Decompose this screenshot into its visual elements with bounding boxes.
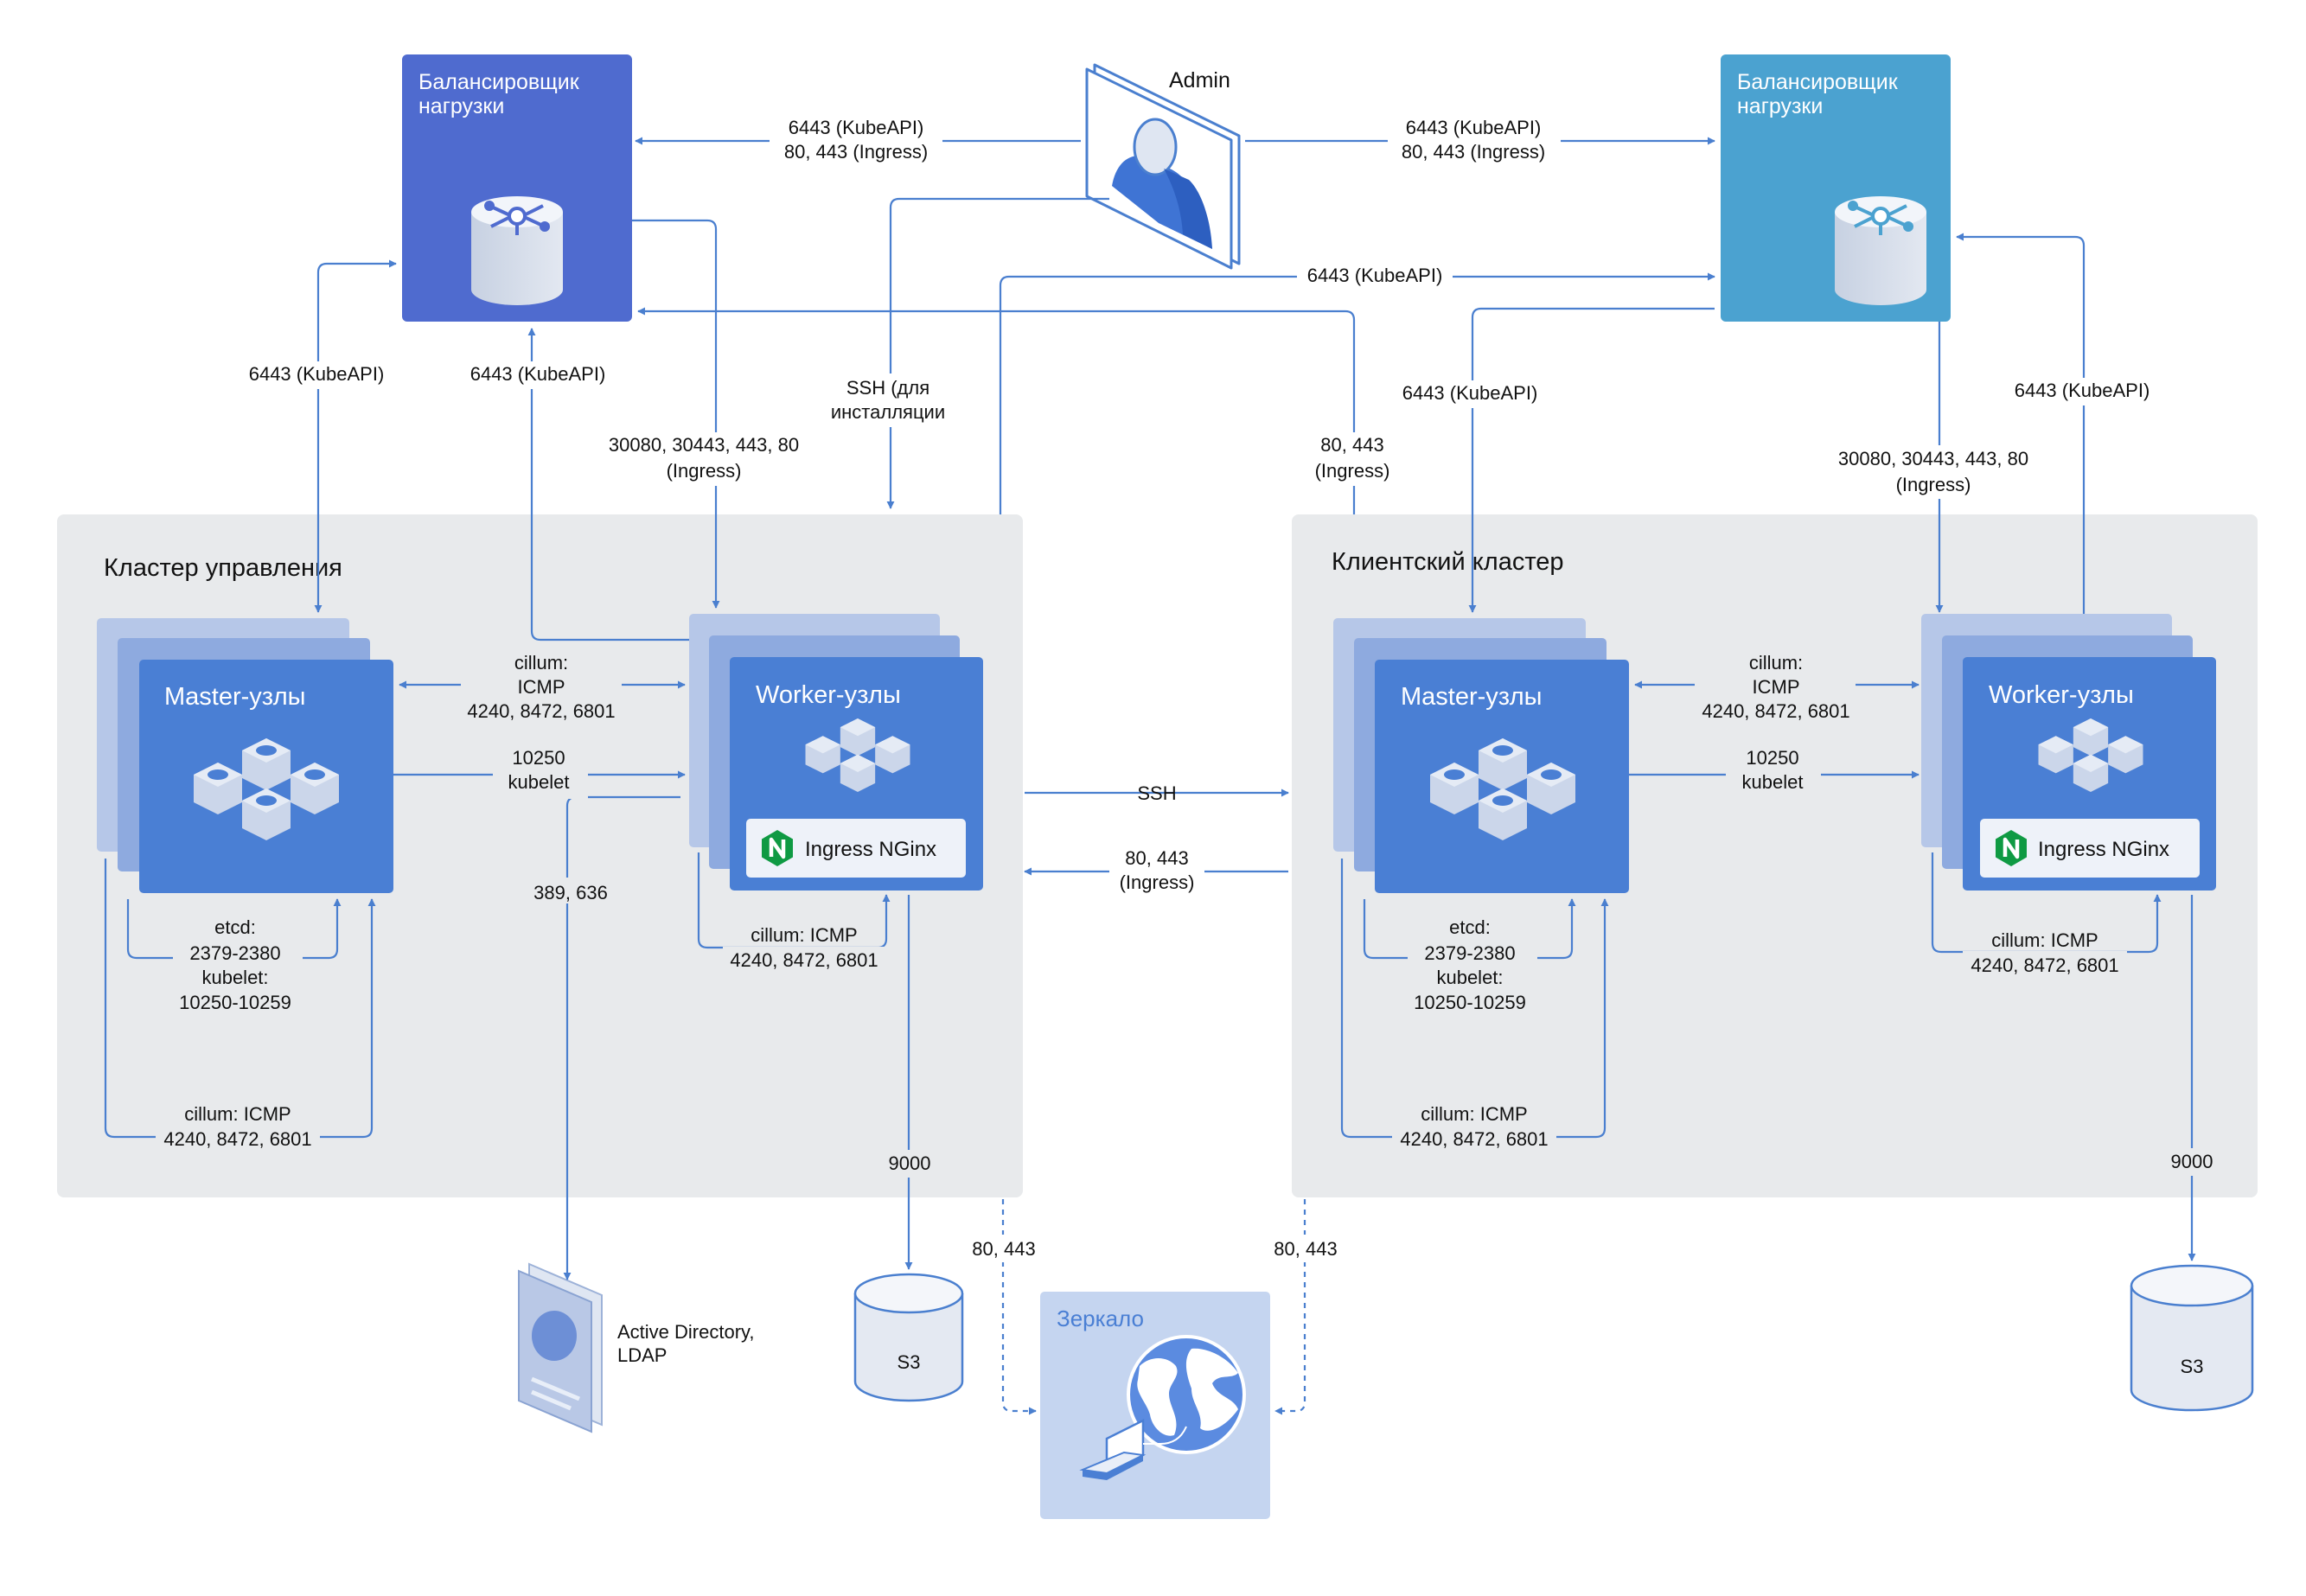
- mgmt-worker-nodes: Worker-узлы Ingress NGinx: [689, 614, 983, 891]
- label-l-kubelet-2: kubelet: [508, 771, 570, 793]
- label-r-w-cillum-1: cillum: ICMP: [1991, 929, 2098, 951]
- label-l-m-cillum-1: cillum: ICMP: [184, 1103, 291, 1125]
- label-admin-lb-left-1: 6443 (KubeAPI): [789, 117, 924, 138]
- label-r-m-cillum-1: cillum: ICMP: [1421, 1103, 1527, 1125]
- admin-monitor-icon: [1085, 63, 1241, 270]
- client-worker-title: Worker-узлы: [1989, 681, 2134, 709]
- router-icon: [471, 196, 563, 305]
- label-r-kubelet-2: kubelet: [1742, 771, 1804, 793]
- mirror-title: Зеркало: [1057, 1306, 1144, 1331]
- label-l-9000: 9000: [889, 1152, 931, 1174]
- cubes-icon: [2038, 718, 2143, 792]
- client-master-nodes: Master-узлы: [1333, 618, 1629, 893]
- mgmt-master-title: Master-узлы: [164, 683, 306, 711]
- globe-icon: [1127, 1335, 1246, 1454]
- mgmt-worker-title: Worker-узлы: [756, 681, 901, 709]
- label-l-etcd-4: 10250-10259: [179, 992, 291, 1013]
- label-l-w-cillum-2: 4240, 8472, 6801: [730, 949, 878, 971]
- label-right-worker-kubeapi: 6443 (KubeAPI): [2015, 380, 2150, 401]
- label-r-etcd-4: 10250-10259: [1414, 992, 1526, 1013]
- label-mirror-left: 80, 443: [972, 1238, 1035, 1260]
- label-l-etcd-2: 2379-2380: [189, 942, 280, 964]
- label-r-cillum-3: 4240, 8472, 6801: [1702, 700, 1849, 722]
- s3-storage-left: [853, 1273, 964, 1402]
- load-balancer-right: Балансировщик нагрузки: [1721, 54, 1951, 322]
- label-mid-kubeapi: 6443 (KubeAPI): [1307, 265, 1443, 286]
- ldap-label-line1: Active Directory,: [617, 1321, 755, 1343]
- label-admin-lb-right-1: 6443 (KubeAPI): [1406, 117, 1542, 138]
- label-r-m-cillum-2: 4240, 8472, 6801: [1400, 1128, 1548, 1150]
- cubes-icon: [194, 738, 339, 840]
- label-l-cillum-2: ICMP: [518, 676, 565, 698]
- label-r-etcd-3: kubelet:: [1436, 967, 1503, 988]
- s3-right-label: S3: [2181, 1356, 2204, 1377]
- label-l-kubelet-1: 10250: [512, 747, 565, 769]
- label-ldap-ports: 389, 636: [533, 882, 608, 903]
- label-ssh-install-1: SSH (для: [846, 377, 929, 399]
- label-admin-lb-left-2: 80, 443 (Ingress): [784, 141, 928, 163]
- label-left-master-kubeapi: 6443 (KubeAPI): [249, 363, 385, 385]
- mirror-box: Зеркало: [1040, 1292, 1270, 1519]
- s3-left-label: S3: [897, 1351, 921, 1373]
- lb-left-title-line2: нагрузки: [418, 94, 504, 118]
- load-balancer-left: Балансировщик нагрузки: [402, 54, 632, 322]
- label-mirror-right: 80, 443: [1274, 1238, 1337, 1260]
- lb-right-title-line1: Балансировщик: [1737, 70, 1899, 94]
- mgmt-ingress-label: Ingress NGinx: [805, 838, 936, 861]
- client-cluster-title: Клиентский кластер: [1332, 548, 1564, 576]
- label-ingress-back-1: 80, 443: [1125, 847, 1188, 869]
- label-r-etcd-1: etcd:: [1449, 916, 1491, 938]
- label-r-kubelet-1: 10250: [1746, 747, 1798, 769]
- client-ingress-label: Ingress NGinx: [2038, 838, 2169, 861]
- label-l-etcd-1: etcd:: [214, 916, 256, 938]
- label-ssh-install-2: инсталляции: [831, 401, 945, 423]
- label-ingress-back-2: (Ingress): [1120, 871, 1195, 893]
- label-right-ingress-1: 30080, 30443, 443, 80: [1838, 448, 2028, 469]
- laptop-icon: [1079, 1418, 1147, 1480]
- label-r-9000: 9000: [2171, 1151, 2213, 1172]
- label-right-master-kubeapi: 6443 (KubeAPI): [1402, 382, 1538, 404]
- label-r-w-cillum-2: 4240, 8472, 6801: [1971, 954, 2118, 976]
- connector-labels: 6443 (KubeAPI) 80, 443 (Ingress) 6443 (K…: [156, 114, 2222, 1262]
- client-master-title: Master-узлы: [1401, 683, 1543, 711]
- label-l-etcd-3: kubelet:: [201, 967, 268, 988]
- mgmt-master-nodes: Master-узлы: [97, 618, 393, 893]
- label-admin-lb-right-2: 80, 443 (Ingress): [1402, 141, 1545, 163]
- label-r-cillum-2: ICMP: [1753, 676, 1800, 698]
- router-icon: [1835, 196, 1926, 305]
- lb-right-title-line2: нагрузки: [1737, 94, 1823, 118]
- client-worker-nodes: Worker-узлы Ingress NGinx: [1921, 614, 2216, 891]
- nginx-logo-icon: [1996, 830, 2027, 866]
- label-cross-ingress-1: 80, 443: [1320, 434, 1383, 456]
- cubes-icon: [1430, 738, 1575, 840]
- label-left-worker-kubeapi: 6443 (KubeAPI): [470, 363, 606, 385]
- admin-label: Admin: [1169, 68, 1230, 93]
- label-l-m-cillum-2: 4240, 8472, 6801: [163, 1128, 311, 1150]
- label-r-cillum-1: cillum:: [1749, 652, 1803, 674]
- label-l-w-cillum-1: cillum: ICMP: [751, 924, 857, 946]
- cubes-icon: [805, 718, 910, 792]
- nginx-logo-icon: [762, 830, 793, 866]
- label-l-cillum-3: 4240, 8472, 6801: [467, 700, 615, 722]
- label-cross-ingress-2: (Ingress): [1315, 460, 1390, 482]
- label-right-ingress-2: (Ingress): [1896, 474, 1971, 495]
- directory-book-icon: [518, 1262, 603, 1433]
- label-left-ingress-2: (Ingress): [667, 460, 742, 482]
- mgmt-cluster-title: Кластер управления: [104, 554, 342, 582]
- lb-left-title-line1: Балансировщик: [418, 70, 580, 94]
- label-r-etcd-2: 2379-2380: [1424, 942, 1515, 964]
- ingress-nginx-badge: [746, 819, 966, 878]
- ingress-nginx-badge: [1980, 819, 2200, 878]
- label-ssh: SSH: [1137, 782, 1176, 804]
- label-left-ingress-1: 30080, 30443, 443, 80: [609, 434, 799, 456]
- label-l-cillum-1: cillum:: [514, 652, 568, 674]
- ldap-label-line2: LDAP: [617, 1344, 667, 1366]
- s3-storage-right: [2130, 1264, 2254, 1412]
